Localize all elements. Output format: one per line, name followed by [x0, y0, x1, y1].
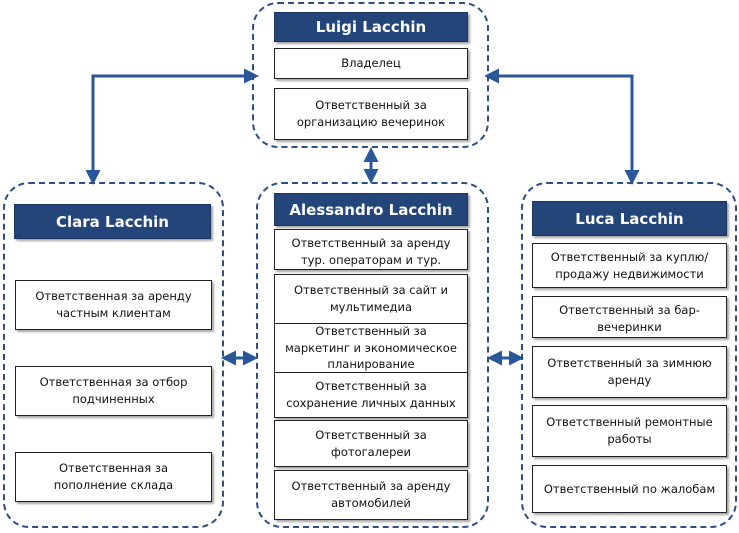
luca-name-header: Luca Lacchin	[532, 201, 727, 236]
alessandro-role-box: Ответственный за фотогалереи	[274, 420, 468, 467]
alessandro-role-box: Ответственный за сайт и мультимедиа	[274, 274, 468, 324]
alessandro-role-box: Ответственный за сохранение личных данны…	[274, 372, 468, 418]
clara-name-header: Clara Lacchin	[14, 204, 211, 239]
owner-to-luca-connector	[484, 68, 640, 185]
owner-to-clara-connector	[85, 68, 259, 185]
owner-group	[252, 2, 489, 148]
alessandro-role-box: Ответственный за аренду автомобилей	[274, 470, 468, 520]
luca-group	[521, 182, 737, 528]
clara-role-box: Ответственная за аренду частным клиентам	[15, 280, 212, 330]
luca-role-box: Ответственный за бар-вечеринки	[532, 296, 727, 338]
owner-role-box: Ответственный за организацию вечеринок	[274, 88, 468, 140]
luca-role-box: Ответственный по жалобам	[532, 465, 727, 513]
owner-role-box: Владелец	[274, 48, 468, 79]
luca-role-box: Ответственный ремонтные работы	[532, 405, 727, 457]
clara-role-box: Ответственная за пополнение склада	[15, 452, 212, 502]
alessandro-role-box: Ответственный за аренду тур. операторам …	[274, 229, 468, 270]
owner-name-header: Luigi Lacchin	[274, 12, 468, 42]
clara-role-box: Ответственная за отбор подчиненных	[15, 366, 212, 416]
clara-group	[3, 182, 224, 528]
alessandro-group	[256, 182, 489, 528]
luca-role-box: Ответственный за зимнюю аренду	[532, 346, 727, 398]
luca-role-box: Ответственный за куплю/продажу недвижимо…	[532, 243, 727, 288]
alessandro-role-box: Ответственный за маркетинг и экономическ…	[274, 323, 468, 373]
alessandro-name-header: Alessandro Lacchin	[274, 193, 468, 226]
